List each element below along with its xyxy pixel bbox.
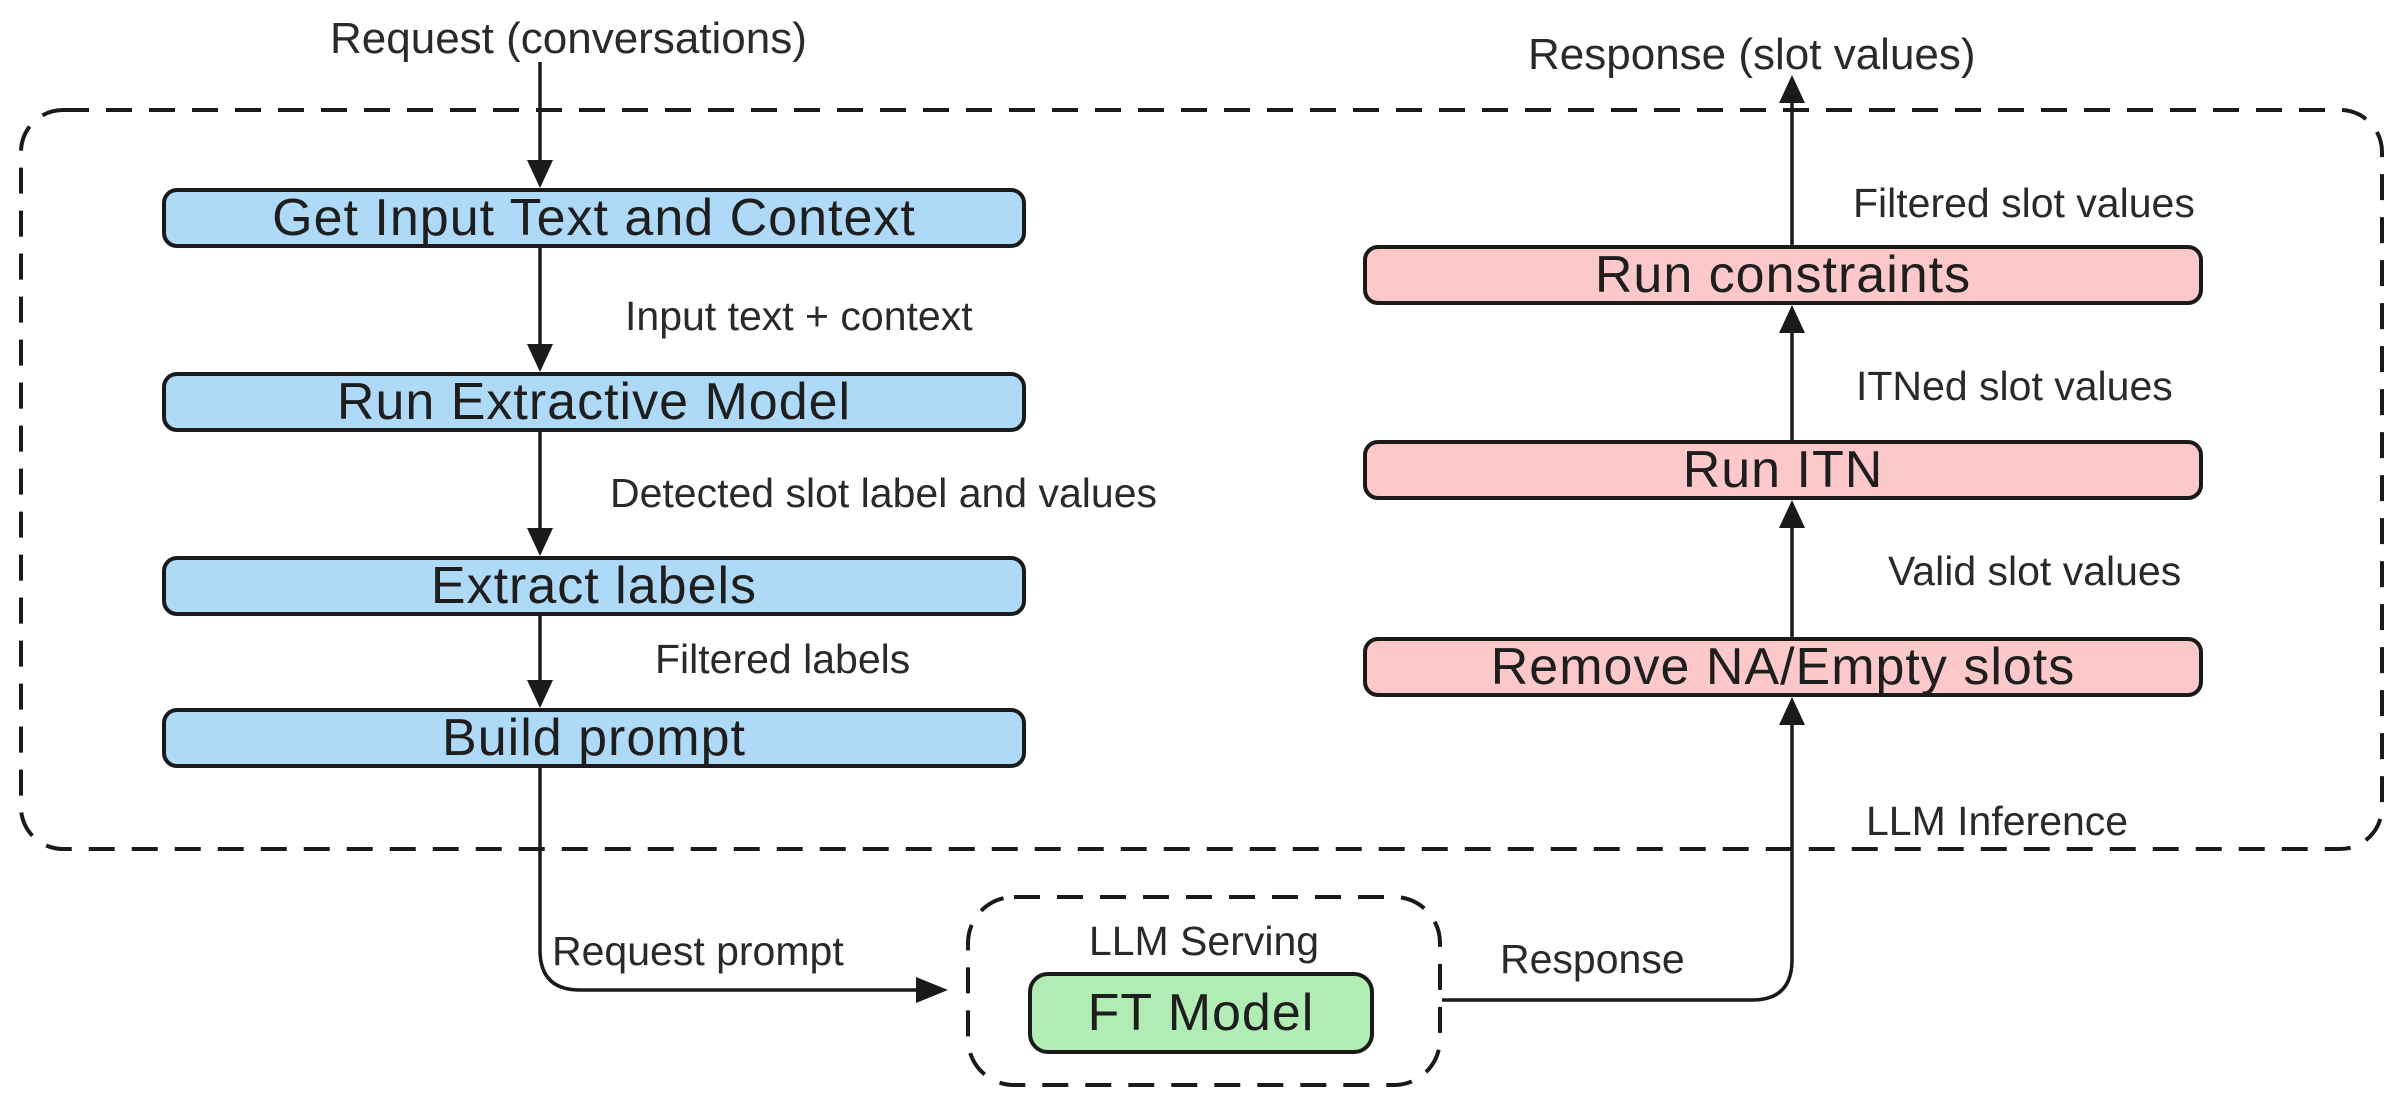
arrowhead-up-response [1779,75,1805,103]
node-get-input-text-and-context: Get Input Text and Context [162,188,1026,248]
llm-serving-boundary [966,895,1442,1087]
llm-serving-boundary-label: LLM Serving [1088,918,1320,964]
arrowhead-up-remove-slots [1779,697,1805,725]
arrowhead-down-3 [527,528,553,556]
edge-label-itned-slot-values: ITNed slot values [1856,363,2173,409]
node-run-itn: Run ITN [1363,440,2203,500]
arrowhead-up-constraints [1779,305,1805,333]
response-endpoint-label: Response (slot values) [1528,30,1976,79]
arrowhead-down-4 [527,680,553,708]
arrowhead-up-run-itn [1779,500,1805,528]
node-run-constraints: Run constraints [1363,245,2203,305]
node-remove-na-empty-slots: Remove NA/Empty slots [1363,637,2203,697]
llm-inference-boundary [19,108,2384,851]
arrow-build-prompt-to-serving-line [538,768,916,992]
arrow-serving-to-remove-slots-line [1442,725,1794,1002]
llm-inference-boundary-label: LLM Inference [1866,798,2129,844]
edge-label-filtered-slot-values: Filtered slot values [1853,180,2195,226]
edge-label-detected-slot-label-values: Detected slot label and values [610,470,1158,516]
edge-label-filtered-labels: Filtered labels [655,636,911,682]
node-run-extractive-model: Run Extractive Model [162,372,1026,432]
arrowhead-right-serving [916,977,948,1003]
node-ft-model: FT Model [1028,972,1374,1054]
request-endpoint-label: Request (conversations) [330,14,807,63]
node-build-prompt: Build prompt [162,708,1026,768]
edge-label-request-prompt: Request prompt [552,928,844,974]
edge-label-serving-response: Response [1500,936,1685,982]
arrowhead-down-2 [527,344,553,372]
edge-label-valid-slot-values: Valid slot values [1888,548,2182,594]
arrowhead-down-1 [527,160,553,188]
node-extract-labels: Extract labels [162,556,1026,616]
edge-label-input-text-context: Input text + context [625,293,973,339]
